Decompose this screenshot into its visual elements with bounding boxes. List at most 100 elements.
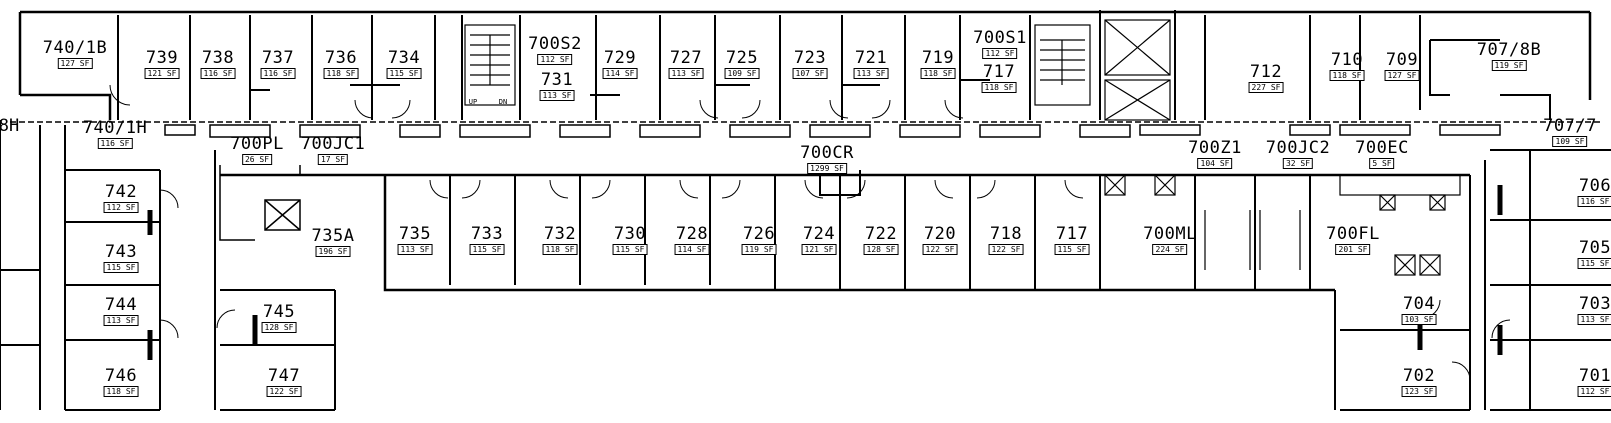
room-number: 701 [1578,366,1611,386]
room-number: 736 [324,48,358,68]
room-number: 746 [104,366,138,386]
room-area: 127 SF [57,58,93,69]
room-area: 118 SF [981,82,1017,93]
room-number: 709 [1385,50,1419,70]
room-area: 196 SF [315,246,351,257]
room-number: 719 [921,48,955,68]
room-area: 119 SF [741,244,777,255]
room-area: 115 SF [386,68,422,79]
room-number: 724 [802,224,836,244]
room-area: 121 SF [801,244,837,255]
room-area: 227 SF [1248,82,1284,93]
room-number: 740/1H [82,118,148,138]
room-number: 704 [1402,294,1436,314]
room-number: 700JC1 [300,134,366,154]
partial-room-label: 8H [0,116,20,136]
room-area: 115 SF [1577,258,1611,269]
room-number: 733 [470,224,504,244]
room-area: 122 SF [266,386,302,397]
room-area: 115 SF [612,244,648,255]
room-number: 700S1 [973,28,1027,48]
room-number: 747 [267,366,301,386]
room-number: 723 [793,48,827,68]
room-number: 707/8B [1476,40,1542,60]
room-area: 115 SF [469,244,505,255]
room-number: 721 [854,48,888,68]
room-area: 123 SF [1401,386,1437,397]
room-area: 109 SF [1552,136,1588,147]
room-number: 744 [104,295,138,315]
room-area: 115 SF [1054,244,1090,255]
room-area: 116 SF [200,68,236,79]
room-number: 700PL [230,134,284,154]
room-number: 740/1B [42,38,108,58]
room-area: 118 SF [323,68,359,79]
room-number: 735 [398,224,432,244]
room-area: 113 SF [853,68,889,79]
room-area: 109 SF [724,68,760,79]
room-number: 700Z1 [1188,138,1242,158]
room-area: 118 SF [103,386,139,397]
room-area: 113 SF [1577,314,1611,325]
room-number: 725 [725,48,759,68]
room-number: 717 [1055,224,1089,244]
room-number: 735A [311,226,355,246]
room-number: 718 [989,224,1023,244]
room-area: 116 SF [1577,196,1611,207]
